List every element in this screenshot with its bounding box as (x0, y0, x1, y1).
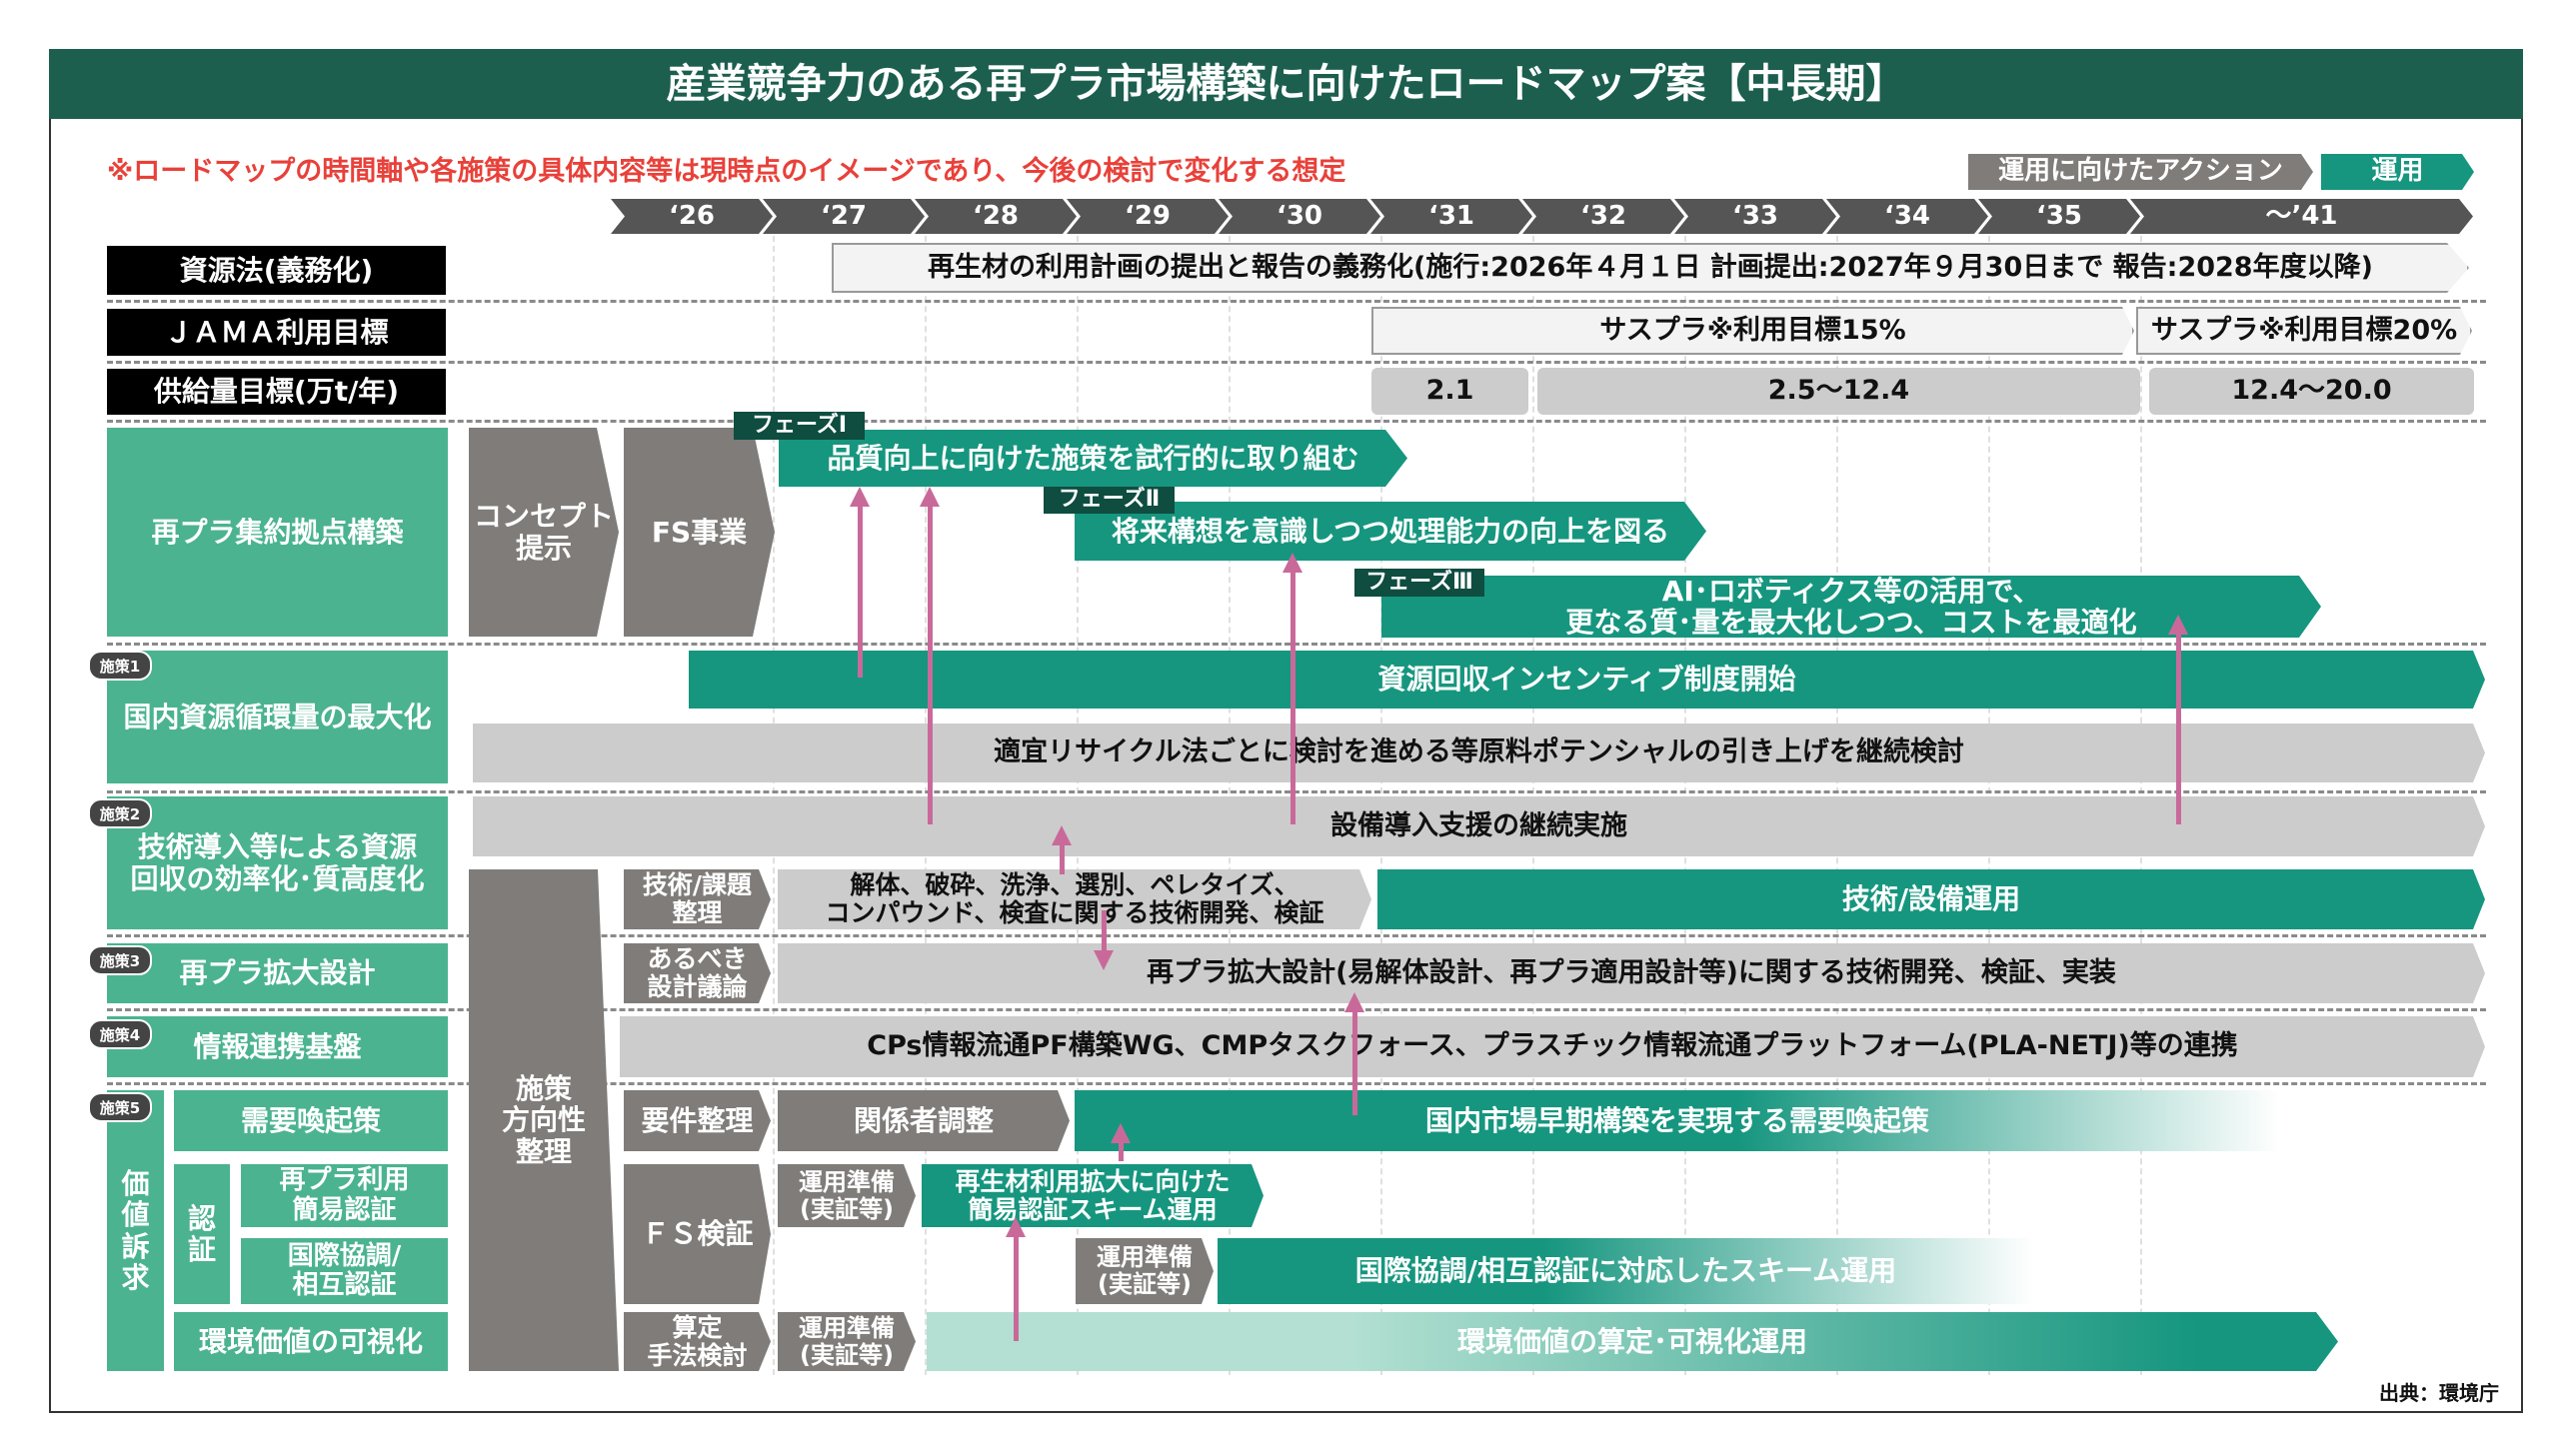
divider (107, 790, 2486, 793)
year-segment: ‘30 (1219, 199, 1380, 234)
row-label-measure4: 情報連携基盤 (107, 1016, 448, 1077)
row-label-simple-cert: 再プラ利用 簡易認証 (241, 1164, 448, 1227)
measure4-badge: 施策4 (88, 1019, 152, 1049)
link-arrow-icon (1282, 553, 1302, 824)
tech-operation-bar: 技術/設備運用 (1377, 869, 2485, 929)
row-label-demand: 需要喚起策 (174, 1090, 448, 1151)
divider (107, 300, 2486, 303)
divider (107, 361, 2486, 364)
phase3-tag: フェーズⅢ (1354, 569, 1484, 597)
measure2-badge: 施策2 (88, 798, 152, 828)
jama-target-15: サスプラ※利用目標15% (1371, 307, 2134, 355)
page-title: 産業競争力のある再プラ市場構築に向けたロードマップ案【中長期】 (49, 49, 2523, 119)
link-arrow-icon (2168, 615, 2188, 824)
tech-issue-step: 技術/課題 整理 (624, 869, 771, 929)
link-arrow-icon (850, 487, 870, 678)
link-arrow-icon (920, 487, 940, 824)
link-arrow-icon (1006, 1217, 1026, 1341)
design-discussion-step: あるべき 設計議論 (624, 943, 771, 1003)
phase1-tag: フェーズⅠ (734, 412, 865, 440)
link-arrow-icon (1052, 825, 1072, 874)
row-label-jama: ＪＡＭＡ利用目標 (107, 309, 446, 356)
row-label-intl-cert: 国際協調/ 相互認証 (241, 1238, 448, 1304)
stakeholder-step: 関係者調整 (778, 1090, 1070, 1151)
year-segment: ‘33 (1674, 199, 1836, 234)
measure3-badge: 施策3 (88, 945, 152, 975)
divider (107, 1008, 2486, 1011)
simple-cert-operation-bar: 再生材利用拡大に向けた 簡易認証スキーム運用 (922, 1164, 1264, 1227)
link-arrow-icon (1094, 910, 1114, 970)
intl-cert-operation-bar: 国際協調/相互認証に対応したスキーム運用 (1218, 1238, 2034, 1304)
year-segment: ～’41 (2130, 199, 2473, 234)
row-label-env-value: 環境価値の可視化 (174, 1312, 448, 1371)
phase2-bar: 将来構想を意識しつつ処理能力の向上を図る (1075, 502, 1706, 561)
row-label-measure2: 技術導入等による資源 回収の効率化･質高度化 (107, 796, 448, 929)
row-label-law: 資源法(義務化) (107, 246, 446, 295)
equipment-support-bar: 設備導入支援の継続実施 (473, 796, 2485, 856)
divider (107, 643, 2486, 646)
env-value-operation-bar: 環境価値の算定･可視化運用 (927, 1312, 2338, 1371)
phase1-bar: 品質向上に向けた施策を試行的に取り組む (779, 430, 1407, 487)
incentive-bar: 資源回収インセンティブ制度開始 (689, 651, 2485, 709)
concept-step: コンセプト 提示 (469, 428, 619, 637)
year-segment: ‘29 (1067, 199, 1229, 234)
phase3-bar: AI･ロボティクス等の活用で、 更なる質･量を最大化しつつ、コストを最適化 (1381, 576, 2321, 638)
prep-step-intl: 運用準備 (実証等) (1076, 1238, 1214, 1304)
value-appeal-group: 価 値 訴 求 (107, 1090, 164, 1371)
design-expansion-bar: 再プラ拡大設計(易解体設計、再プラ適用設計等)に関する技術開発、検証、実装 (778, 943, 2485, 1003)
source-credit: 出典：環境庁 (2379, 1381, 2499, 1405)
link-arrow-icon (1344, 992, 1364, 1115)
year-segment: ‘32 (1522, 199, 1684, 234)
fs-project-step: FS事業 (624, 428, 775, 637)
row-label-supply: 供給量目標(万t/年) (107, 369, 446, 415)
divider (107, 1082, 2486, 1085)
legend-action: 運用に向けたアクション (1968, 154, 2313, 190)
disclaimer-note: ※ロードマップの時間軸や各施策の具体内容等は現時点のイメージであり、今後の検討で… (107, 155, 1346, 187)
year-segment: ‘27 (763, 199, 925, 234)
row-label-measure1: 国内資源循環量の最大化 (107, 651, 448, 783)
measure5-badge: 施策5 (88, 1092, 152, 1122)
link-arrow-icon (1111, 1123, 1131, 1161)
year-segment: ‘34 (1826, 199, 1988, 234)
row-label-hub: 再プラ集約拠点構築 (107, 428, 448, 637)
phase2-tag: フェーズⅡ (1044, 487, 1175, 514)
year-segment: ‘26 (611, 199, 773, 234)
row-label-measure3: 再プラ拡大設計 (107, 943, 448, 1003)
divider (107, 420, 2486, 423)
year-segment: ‘28 (915, 199, 1077, 234)
year-segment: ‘35 (1978, 199, 2140, 234)
certification-group: 認 証 (174, 1164, 230, 1304)
law-obligation-bar: 再生材の利用計画の提出と報告の義務化(施行:2026年４月１日 計画提出:202… (832, 243, 2469, 293)
policy-direction-column: 施策 方向性 整理 (469, 869, 619, 1371)
supply-value-2032-2035: 2.5～12.4 (1537, 368, 2140, 415)
divider (107, 934, 2486, 937)
fs-verify-step: ＦＳ検証 (624, 1164, 771, 1304)
legend-operation: 運用 (2321, 154, 2474, 190)
calc-method-step: 算定 手法検討 (624, 1312, 771, 1371)
tech-dev-bar: 解体、破砕、洗浄、選別、ペレタイズ、 コンパウンド、検査に関する技術開発、検証 (778, 869, 1371, 929)
supply-value-2041: 12.4～20.0 (2149, 368, 2474, 415)
info-linkage-bar: CPs情報流通PF構築WG、CMPタスクフォース、プラスチック情報流通プラットフ… (620, 1016, 2485, 1077)
supply-value-2031: 2.1 (1371, 368, 1528, 415)
potential-bar: 適宜リサイクル法ごとに検討を進める等原料ポテンシャルの引き上げを継続検討 (473, 724, 2485, 782)
prep-step-simple: 運用準備 (実証等) (778, 1164, 916, 1227)
prep-step-env: 運用準備 (実証等) (778, 1312, 916, 1371)
jama-target-20: サスプラ※利用目標20% (2136, 307, 2472, 355)
requirements-step: 要件整理 (624, 1090, 771, 1151)
measure1-badge: 施策1 (88, 651, 152, 681)
year-segment: ‘31 (1370, 199, 1532, 234)
market-demand-bar: 国内市場早期構築を実現する需要喚起策 (1075, 1090, 2280, 1151)
